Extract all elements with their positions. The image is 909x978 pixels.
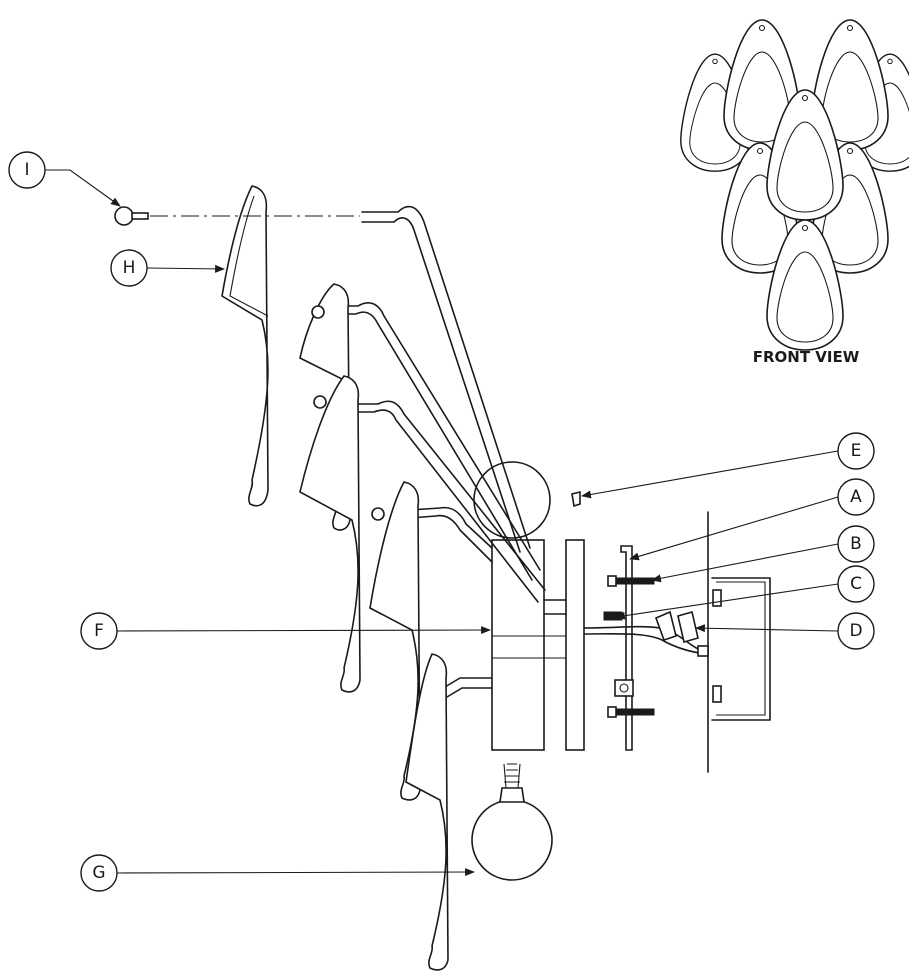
canopy-plate	[565, 539, 585, 751]
shade-h	[221, 185, 269, 507]
shade-3	[299, 375, 361, 693]
finial-cap	[571, 490, 581, 508]
mounting-bracket	[614, 545, 634, 751]
wall-and-junction-box	[707, 511, 771, 773]
callout-c: C	[837, 565, 875, 603]
callout-d: D	[837, 612, 875, 650]
top-ball	[473, 461, 551, 539]
callout-g: G	[80, 854, 118, 892]
callout-e-label: E	[851, 441, 862, 461]
callout-b: B	[837, 525, 875, 563]
callout-d-label: D	[849, 621, 862, 641]
front-view-illustration	[680, 19, 909, 351]
callout-h: H	[110, 249, 148, 287]
callout-i-label: I	[24, 160, 29, 180]
callout-a: A	[837, 478, 875, 516]
callout-f: F	[80, 612, 118, 650]
mounting-rod	[114, 206, 360, 226]
callout-b-label: B	[850, 534, 862, 554]
callout-i: I	[8, 151, 46, 189]
shade-4	[369, 481, 421, 801]
wires-and-wire-nuts	[579, 610, 709, 657]
leader-lines	[45, 169, 839, 876]
front-view-label: FRONT VIEW	[753, 348, 860, 366]
mounting-screw-lower	[607, 706, 655, 718]
callout-a-label: A	[850, 487, 862, 507]
callout-f-label: F	[94, 621, 104, 641]
callout-g-label: G	[92, 863, 105, 883]
shade-5	[405, 653, 449, 971]
callout-e: E	[837, 432, 875, 470]
light-bulb	[471, 763, 553, 881]
callout-c-label: C	[850, 574, 862, 594]
arms	[347, 205, 567, 701]
fixture-body	[491, 539, 566, 751]
callout-h-label: H	[123, 258, 136, 278]
mounting-screw-upper	[607, 575, 655, 587]
